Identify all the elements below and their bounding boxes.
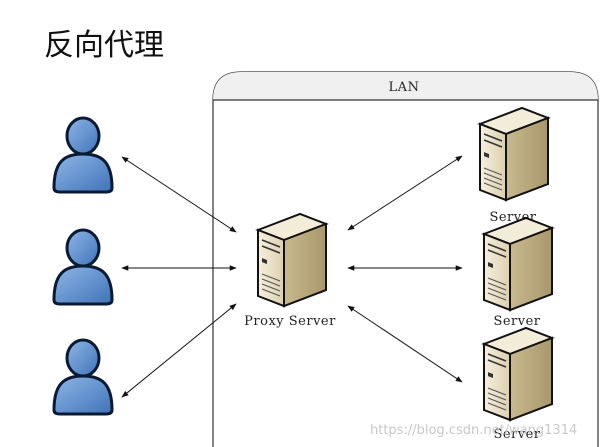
proxy-server-label: Proxy Server: [244, 314, 336, 329]
watermark-text: https://blog.csdn.net/wang1314: [370, 423, 577, 438]
server-icon: [483, 327, 553, 421]
server-label: Server: [493, 314, 540, 329]
page-title: 反向代理: [44, 28, 164, 63]
client-proxy-arrows: [121, 156, 237, 398]
user-icon: [52, 228, 114, 306]
server-icon: [257, 213, 327, 307]
arrow-user3-proxy: [121, 303, 237, 398]
proxy-server-node: Proxy Server: [244, 213, 336, 329]
user-icon: [52, 116, 114, 194]
arrow-proxy-server3: [347, 305, 463, 383]
server-icon: [479, 107, 549, 201]
server-icon: [483, 217, 553, 311]
user-icon: [52, 338, 114, 416]
server-label: Server: [493, 427, 540, 442]
backend-server-node: Server: [483, 217, 553, 329]
backend-server-node: Server: [483, 327, 553, 442]
arrow-proxy-server1: [347, 155, 463, 231]
lan-label: LAN: [389, 80, 420, 95]
arrow-user1-proxy: [121, 156, 237, 233]
proxy-server-arrows: [347, 155, 463, 383]
